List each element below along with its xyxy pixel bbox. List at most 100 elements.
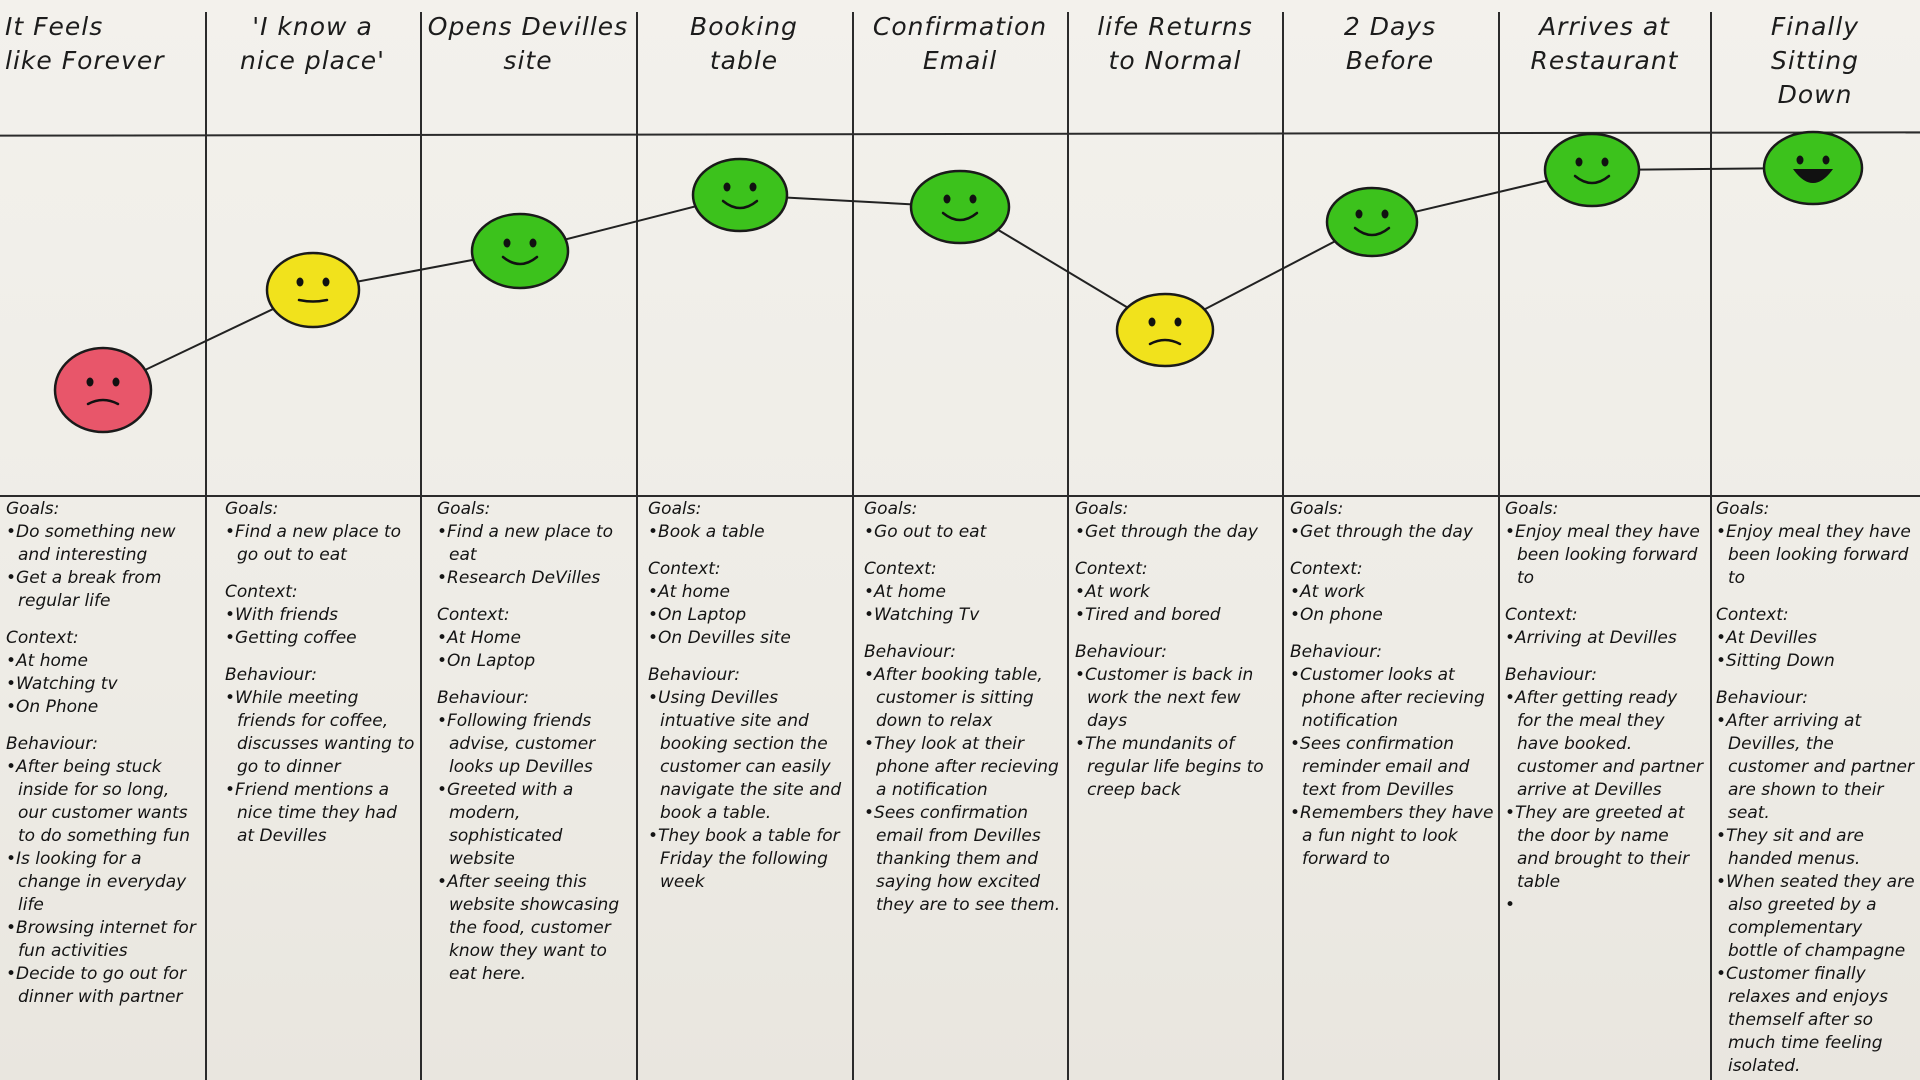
- behaviour-heading: Behaviour:: [1716, 688, 1808, 708]
- context-heading: Context:: [1716, 605, 1789, 625]
- behaviour-item: Greeted with a modern, sophisticated web…: [437, 779, 632, 871]
- right-eye: [1822, 155, 1830, 165]
- stage-title: 2 Days Before: [1343, 12, 1437, 75]
- behaviour-item: Browsing internet for fun activities: [6, 917, 202, 963]
- right-eye: [1381, 209, 1389, 219]
- left-eye: [1355, 209, 1363, 219]
- right-eye: [112, 377, 120, 387]
- goal-item: Research DeVilles: [437, 567, 632, 590]
- context-item: At work: [1290, 581, 1494, 604]
- behaviour-item: Customer finally relaxes and enjoys them…: [1716, 963, 1916, 1078]
- context-heading: Context:: [225, 582, 298, 602]
- mouth: [1792, 169, 1834, 183]
- goal-item: Enjoy meal they have been looking forwar…: [1716, 521, 1916, 590]
- stage-title: life Returns to Normal: [1097, 12, 1253, 75]
- context-item: On Laptop: [437, 650, 632, 673]
- neutral-face-icon: [265, 251, 361, 329]
- left-eye: [503, 238, 511, 248]
- context-item: At Devilles: [1716, 627, 1916, 650]
- left-eye: [943, 194, 951, 204]
- behaviour-item: After booking table, customer is sitting…: [864, 664, 1062, 733]
- goals-heading: Goals:: [1505, 499, 1559, 519]
- context-heading: Context:: [1290, 559, 1363, 579]
- face-outline: [265, 251, 361, 329]
- behaviour-item: Remembers they have a fun night to look …: [1290, 802, 1494, 871]
- column-divider: [636, 12, 638, 1080]
- goal-item: Find a new place to go out to eat: [225, 521, 417, 567]
- stage-title: It Feels like Forever: [5, 12, 165, 75]
- stage-title: Booking table: [690, 12, 798, 75]
- context-heading: Context:: [1505, 605, 1578, 625]
- column-divider: [420, 12, 422, 1080]
- stage-column: Goals:Do something new and interestingGe…: [6, 498, 202, 1009]
- column-divider: [852, 12, 854, 1080]
- context-item: At Home: [437, 627, 632, 650]
- happy-face-icon: [470, 212, 570, 290]
- behaviour-item: [1505, 894, 1705, 917]
- stage-title: Confirmation Email: [872, 12, 1048, 75]
- face-outline: [1115, 292, 1215, 368]
- behaviour-item: After arriving at Devilles, the customer…: [1716, 710, 1916, 825]
- behaviour-item: Customer is back in work the next few da…: [1075, 664, 1277, 733]
- context-item: At home: [648, 581, 848, 604]
- behaviour-item: They sit and are handed menus.: [1716, 825, 1916, 871]
- context-item: At home: [6, 650, 202, 673]
- context-item: Getting coffee: [225, 627, 417, 650]
- mouth: [1573, 174, 1611, 185]
- happy-face-icon: [1543, 132, 1641, 208]
- context-item: At home: [864, 581, 1062, 604]
- left-eye: [296, 277, 304, 287]
- context-item: On phone: [1290, 604, 1494, 627]
- behaviour-item: After getting ready for the meal they ha…: [1505, 687, 1705, 802]
- behaviour-item: Decide to go out for dinner with partner: [6, 963, 202, 1009]
- context-item: With friends: [225, 604, 417, 627]
- goal-item: Book a table: [648, 521, 848, 544]
- right-eye: [529, 238, 537, 248]
- right-eye: [1601, 157, 1609, 167]
- behaviour-item: Sees confirmation email from Devilles th…: [864, 802, 1062, 917]
- goals-heading: Goals:: [225, 499, 279, 519]
- behaviour-item: Customer looks at phone after recieving …: [1290, 664, 1494, 733]
- context-item: Watching tv: [6, 673, 202, 696]
- face-outline: [470, 212, 570, 290]
- goals-heading: Goals:: [6, 499, 60, 519]
- behaviour-heading: Behaviour:: [437, 688, 529, 708]
- behaviour-item: Following friends advise, customer looks…: [437, 710, 632, 779]
- context-item: Watching Tv: [864, 604, 1062, 627]
- mouth: [86, 398, 120, 406]
- goals-heading: Goals:: [1716, 499, 1770, 519]
- stage-title: Finally Sitting Down: [1770, 12, 1860, 109]
- behaviour-item: When seated they are also greeted by a c…: [1716, 871, 1916, 963]
- behaviour-item: They are greeted at the door by name and…: [1505, 802, 1705, 894]
- behaviour-item: Using Devilles intuative site and bookin…: [648, 687, 848, 825]
- stage-column: Goals:Enjoy meal they have been looking …: [1716, 498, 1916, 1078]
- stage-title: Opens Devilles site: [427, 12, 629, 75]
- goals-heading: Goals:: [1290, 499, 1344, 519]
- mouth: [501, 255, 539, 266]
- column-divider: [1710, 12, 1712, 1080]
- column-divider: [1282, 12, 1284, 1080]
- mouth: [297, 298, 329, 303]
- goal-item: Find a new place to eat: [437, 521, 632, 567]
- right-eye: [1174, 317, 1182, 327]
- behaviour-item: They look at their phone after recieving…: [864, 733, 1062, 802]
- face-outline: [691, 157, 789, 233]
- left-eye: [1575, 157, 1583, 167]
- stage-title: Arrives at Restaurant: [1530, 12, 1679, 75]
- happy-face-icon: [1325, 186, 1419, 258]
- mouth: [721, 199, 759, 210]
- context-item: On Laptop: [648, 604, 848, 627]
- behaviour-item: After being stuck inside for so long, ou…: [6, 756, 202, 848]
- sad-face-icon: [53, 346, 153, 434]
- mouth: [1353, 226, 1391, 237]
- behaviour-heading: Behaviour:: [648, 665, 740, 685]
- left-eye: [1796, 155, 1804, 165]
- behaviour-item: After seeing this website showcasing the…: [437, 871, 632, 986]
- left-eye: [1148, 317, 1156, 327]
